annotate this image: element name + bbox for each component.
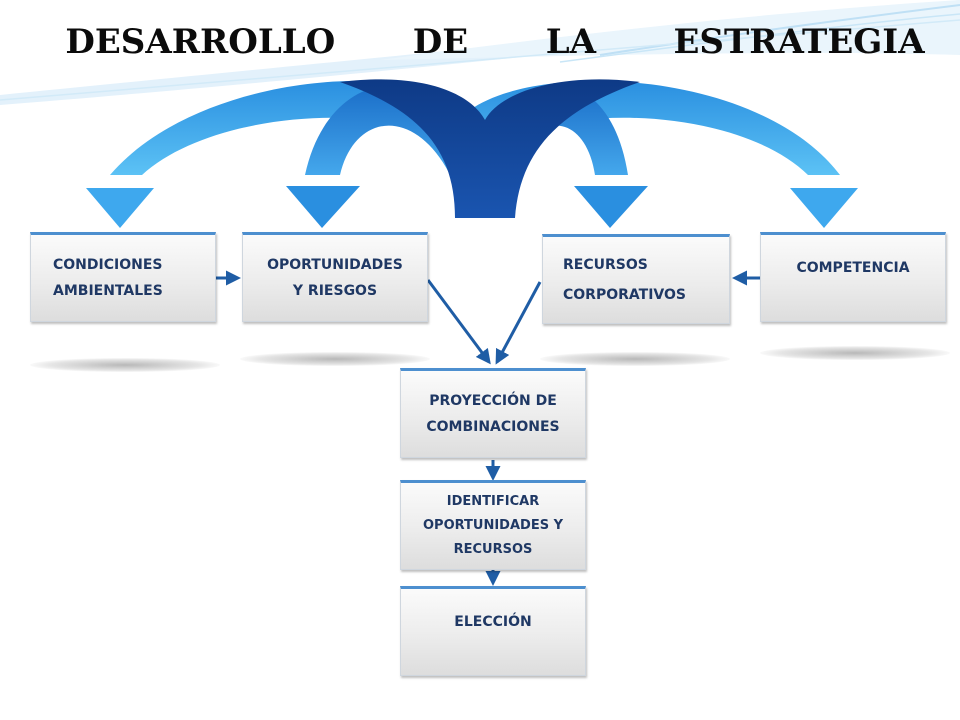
box-eleccion: ELECCIÓN: [400, 586, 586, 676]
box-label: OPORTUNIDADES Y RIESGOS: [267, 257, 403, 299]
box-recursos-corporativos: RECURSOS CORPORATIVOS: [542, 234, 730, 324]
box-label: CONDICIONES AMBIENTALES: [53, 257, 163, 299]
box-oportunidades-riesgos: OPORTUNIDADES Y RIESGOS: [242, 232, 428, 322]
box-identificar-oportunidades: IDENTIFICAR OPORTUNIDADES Y RECURSOS: [400, 480, 586, 570]
shadow-recursos: [540, 352, 730, 366]
page-title: DESARROLLO DE LA ESTRATEGIA: [65, 22, 925, 62]
box-competencia: COMPETENCIA: [760, 232, 946, 322]
arrow-recursos-to-proyeccion: [495, 281, 542, 365]
shadow-oportunidades: [240, 352, 430, 366]
box-condiciones-ambientales: CONDICIONES AMBIENTALES: [30, 232, 216, 322]
box-label: PROYECCIÓN DE COMBINACIONES: [426, 393, 560, 435]
box-label: ELECCIÓN: [454, 614, 532, 630]
shadow-condiciones: [30, 358, 220, 372]
box-label: COMPETENCIA: [796, 260, 910, 276]
box-proyeccion-combinaciones: PROYECCIÓN DE COMBINACIONES: [400, 368, 586, 458]
box-label: RECURSOS CORPORATIVOS: [563, 257, 686, 303]
arrow-oportunidades-to-proyeccion: [426, 279, 491, 365]
box-label: IDENTIFICAR OPORTUNIDADES Y RECURSOS: [422, 494, 564, 557]
arc-trunk: [340, 79, 640, 218]
shadow-competencia: [760, 346, 950, 360]
